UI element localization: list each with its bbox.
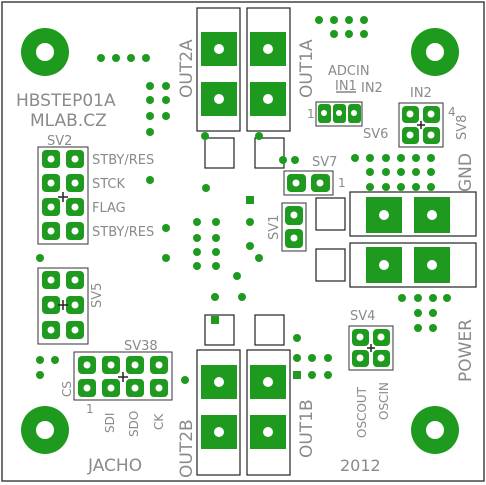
label-flag: FLAG [92,201,126,216]
board-title: HBSTEP01A [16,91,116,111]
label-sv5: SV5 [90,283,105,308]
header-sv2 [37,146,89,245]
label-sv7: SV7 [312,155,337,170]
square-pad-field [211,196,301,379]
label-stby-res-top: STBY/RES [92,153,154,168]
label-sv8: SV8 [455,115,470,140]
mounting-hole-bottom-left [21,406,69,454]
label-pin1-sv7: 1 [338,176,346,190]
board-year: 2012 [340,456,381,475]
label-sdi: SDI [103,413,117,433]
label-oscout: OSCOUT [355,386,369,438]
header-sv4 [348,325,394,371]
mounting-hole-bottom-right [411,406,459,454]
label-oscin: OSCIN [377,382,391,420]
label-out1b: OUT1B [297,399,317,458]
terminal-out1a [246,7,291,169]
label-sv1: SV1 [267,215,282,240]
label-in2-sv8: IN2 [410,86,432,101]
mounting-hole-top-right [411,28,459,76]
label-in2-sv6: IN2 [361,81,383,96]
terminal-out2a [196,7,241,169]
label-sv6: SV6 [363,127,388,142]
label-gnd: GND [456,153,476,192]
terminal-power [315,191,477,288]
label-stck: STCK [92,177,126,192]
label-out2b: OUT2B [177,419,197,478]
label-sv4: SV4 [350,309,375,324]
header-sv38 [73,351,173,401]
board-site: MLAB.CZ [30,111,107,131]
mounting-hole-top-left [21,28,69,76]
header-sv5 [37,267,89,345]
header-sv7 [283,170,334,196]
label-ck: CK [152,413,166,430]
label-sv2: SV2 [47,134,72,149]
label-out2a: OUT2A [177,39,197,98]
label-out1a: OUT1A [297,39,317,98]
header-sv8 [398,102,444,148]
label-sv38: SV38 [124,339,158,354]
label-pin1-sv38: 1 [86,402,94,416]
label-pin1-sv6: 1 [307,107,315,121]
label-stby-res-bottom: STBY/RES [92,225,154,240]
label-in1: IN1 [335,79,357,94]
label-power: POWER [456,319,476,382]
via-field [36,16,451,384]
label-adcin: ADCIN [328,64,370,79]
label-sdo: SDO [127,411,141,437]
board-author: JACHO [87,456,142,476]
label-cs: CS [60,381,74,397]
header-sv1 [281,202,307,252]
terminal-out1b [246,314,291,476]
header-sv6 [315,91,363,127]
label-pin4: 4 [448,105,456,119]
terminal-out2b [196,314,241,476]
